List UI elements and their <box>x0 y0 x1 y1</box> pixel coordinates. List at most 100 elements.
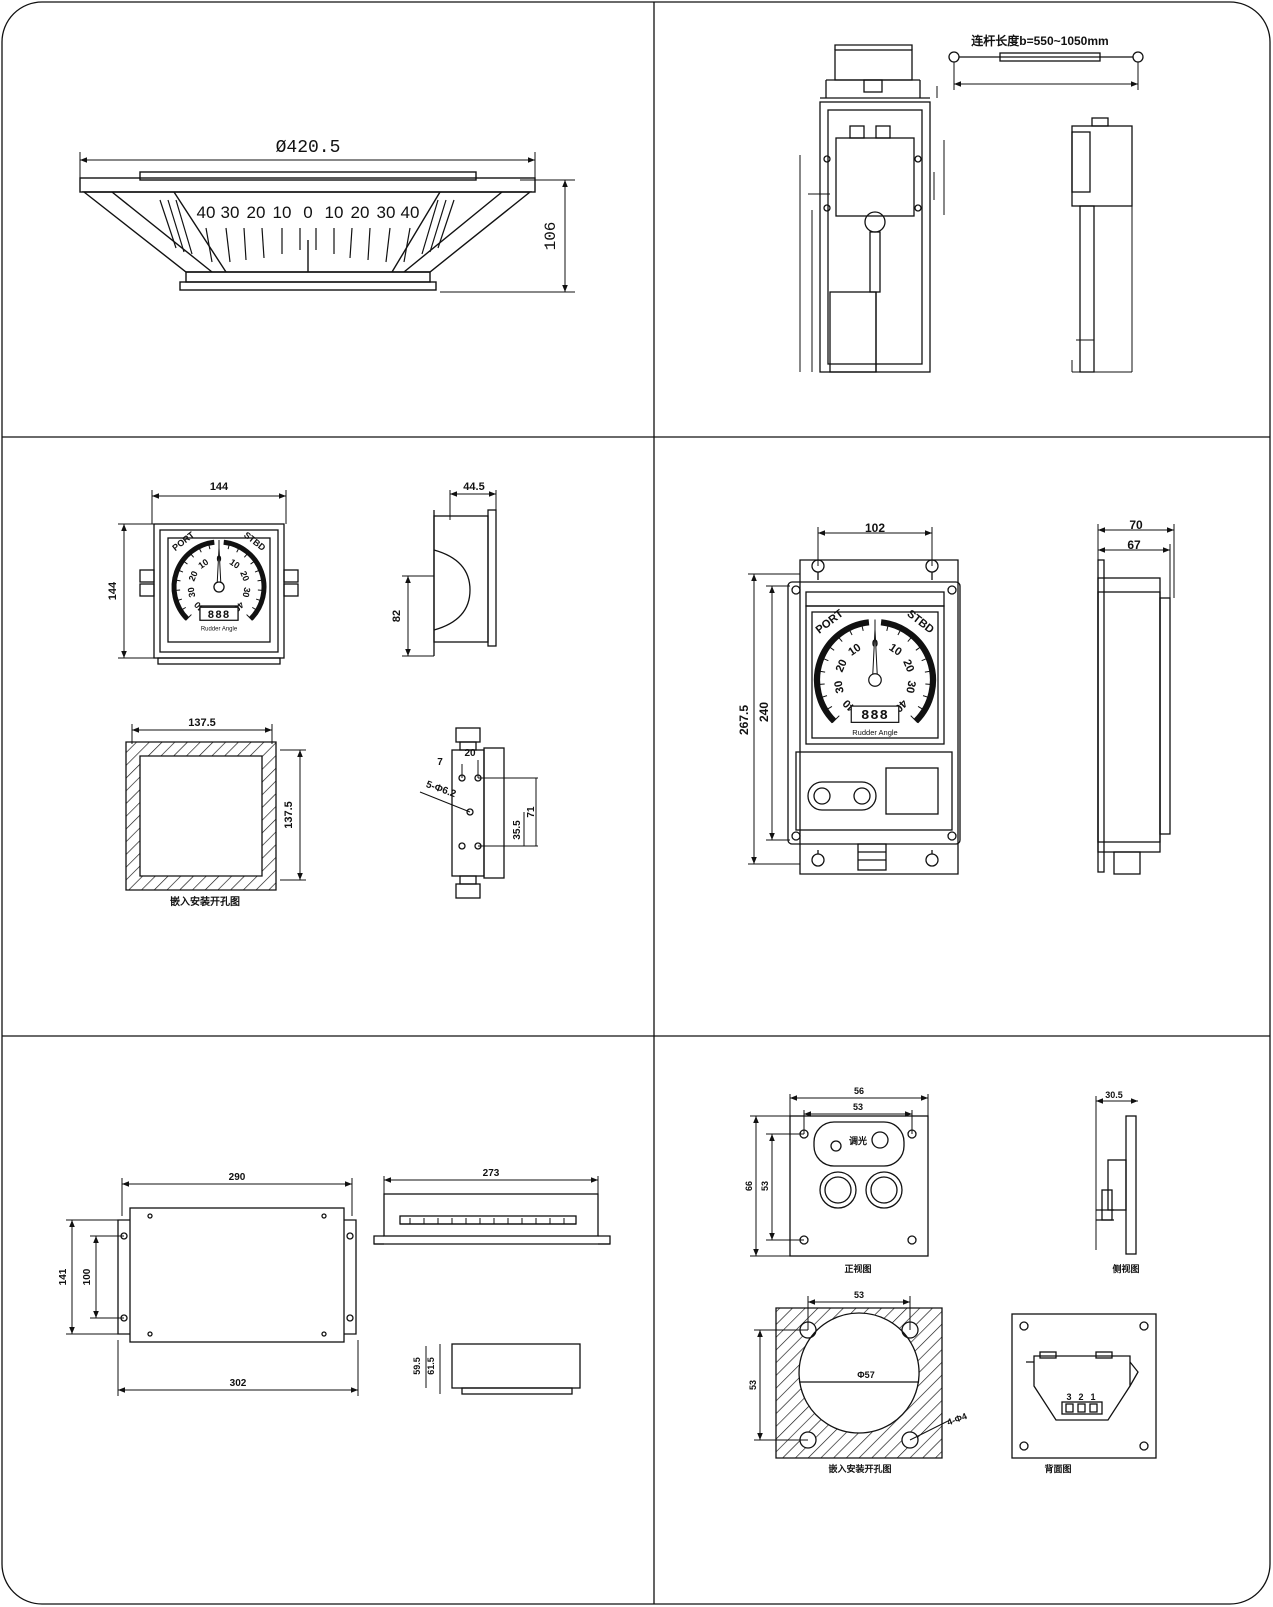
dial-tick <box>227 541 231 550</box>
dim-71-label: 71 <box>526 806 537 818</box>
panel-wall-indicator: 102 267.5 240 70 67 40302010010203040POR… <box>737 518 1175 875</box>
dial-tick <box>886 621 890 632</box>
dial-tick <box>257 579 266 582</box>
cutout-caption: 嵌入安装开孔图 <box>828 1463 891 1474</box>
dial-tick <box>917 705 927 713</box>
dial-tick <box>197 544 202 553</box>
top-width-label: 102 <box>865 521 885 535</box>
cutout-hatch <box>125 741 277 891</box>
rod-length-label: 连杆长度b=550~1050mm <box>971 33 1108 48</box>
scale-label: 0 <box>303 203 312 222</box>
dial-tick <box>257 589 266 592</box>
front-outer-label: 56 <box>854 1086 864 1096</box>
scale-label: 40 <box>401 203 420 222</box>
dial-scale-label: 30 <box>833 680 847 695</box>
dial-tick <box>174 598 183 602</box>
dial-tick <box>817 695 828 700</box>
scale-label: 20 <box>247 203 266 222</box>
front-height-inner-label: 53 <box>760 1181 770 1191</box>
dial-digits: 888 <box>208 610 231 622</box>
front-height-outer-label: 66 <box>744 1181 754 1191</box>
back-caption: 背面图 <box>1044 1463 1071 1474</box>
rudder-dial-small: 40302010010203040PORTSTBD888Rudder Angle <box>170 529 267 632</box>
dial-tick <box>178 606 187 612</box>
scale-label: 30 <box>221 203 240 222</box>
cutout-height-label: 137.5 <box>283 801 295 829</box>
panel-rudder-transmitter <box>799 44 1144 373</box>
dial-tick <box>207 541 211 550</box>
scale-label: 10 <box>273 203 292 222</box>
dial-tick <box>897 625 903 636</box>
box-side-h2-label: 61.5 <box>426 1357 436 1375</box>
dial-tick <box>823 705 833 713</box>
dial-tick <box>925 683 936 686</box>
dial-digital-display <box>199 606 239 621</box>
dial-scale-label: 30 <box>186 586 198 598</box>
front-caption: 正视图 <box>844 1263 871 1274</box>
side-depth-label: 30.5 <box>1105 1090 1123 1100</box>
panel-box-enclosure: 290 302 141 100 273 59.5 61.5 <box>58 1168 611 1396</box>
dial-tick <box>251 606 260 612</box>
box-side-h1-label: 59.5 <box>412 1357 422 1375</box>
dial-tick <box>860 621 864 632</box>
front-knob-label: 调光 <box>849 1135 867 1146</box>
dial-scale-label: 20 <box>900 658 916 674</box>
dial-tick <box>818 656 829 662</box>
panel-curved-dial-view: Ø420.5 106 <box>79 138 575 293</box>
rudder-dial-large: 40302010010203040PORTSTBD888Rudder Angle <box>814 608 937 737</box>
dial-tick <box>847 625 853 636</box>
dial-digits: 888 <box>861 709 889 724</box>
dial-tick <box>915 644 925 651</box>
dial-scale-label: 30 <box>241 586 253 598</box>
dial-digital-display <box>850 705 900 723</box>
cutout-holes-label: 4-Φ4 <box>946 1411 969 1427</box>
dial-scale-label: 20 <box>834 658 850 674</box>
dial-caption: Rudder Angle <box>852 728 897 737</box>
side-depth-inner-label: 67 <box>1127 538 1141 552</box>
dial-scale-label: 20 <box>187 569 200 582</box>
dial-tick <box>175 568 184 573</box>
dial-tick <box>907 633 915 642</box>
dim-7-label: 7 <box>437 757 443 768</box>
scale-label: 20 <box>351 203 370 222</box>
box-top-width-label: 290 <box>229 1172 246 1183</box>
dial-tick <box>243 550 250 558</box>
cutout-height-label: 53 <box>748 1380 758 1390</box>
scale-label: 30 <box>377 203 396 222</box>
inner-height-label: 240 <box>757 702 771 722</box>
cutout-width-label: 137.5 <box>188 717 216 729</box>
terminal-label: 1 <box>1090 1392 1095 1402</box>
dial-tick <box>250 558 258 565</box>
dim-holes-label: 5-Φ6.2 <box>424 779 457 800</box>
dial-tick <box>246 614 253 621</box>
side-depth-outer-label: 70 <box>1129 518 1143 532</box>
dial-caption: Rudder Angle <box>201 626 238 632</box>
dim-20-label: 20 <box>464 748 476 759</box>
dial-tick <box>924 670 935 673</box>
dial-tick <box>172 579 181 582</box>
dial-scale-label: 10 <box>887 642 904 659</box>
dial-tick <box>835 633 843 642</box>
box-inner-height-label: 100 <box>82 1268 93 1285</box>
cutout-caption: 嵌入安装开孔图 <box>170 895 240 908</box>
front-inner-label: 53 <box>853 1102 863 1112</box>
total-height-label: 267.5 <box>737 705 751 735</box>
dial-tick <box>185 614 192 621</box>
cutout-diameter-label: Φ57 <box>857 1370 874 1380</box>
dial-scale-label: 10 <box>846 642 863 659</box>
dial-hub <box>213 581 225 593</box>
dial-tick <box>814 683 825 686</box>
front-height-label: 144 <box>107 581 119 600</box>
terminal-label: 2 <box>1078 1392 1083 1402</box>
dial-tick <box>236 544 241 553</box>
dial-tick <box>254 568 263 573</box>
dial-tick <box>831 715 840 724</box>
dial-scale-label: 30 <box>903 680 917 695</box>
dial-tick <box>180 558 188 565</box>
dial-tick <box>188 550 195 558</box>
dial-scale-label: 10 <box>196 557 210 571</box>
dial-scale-label: 20 <box>238 569 251 582</box>
dial-hub <box>868 673 882 687</box>
dial-scale-label: 10 <box>228 557 242 571</box>
